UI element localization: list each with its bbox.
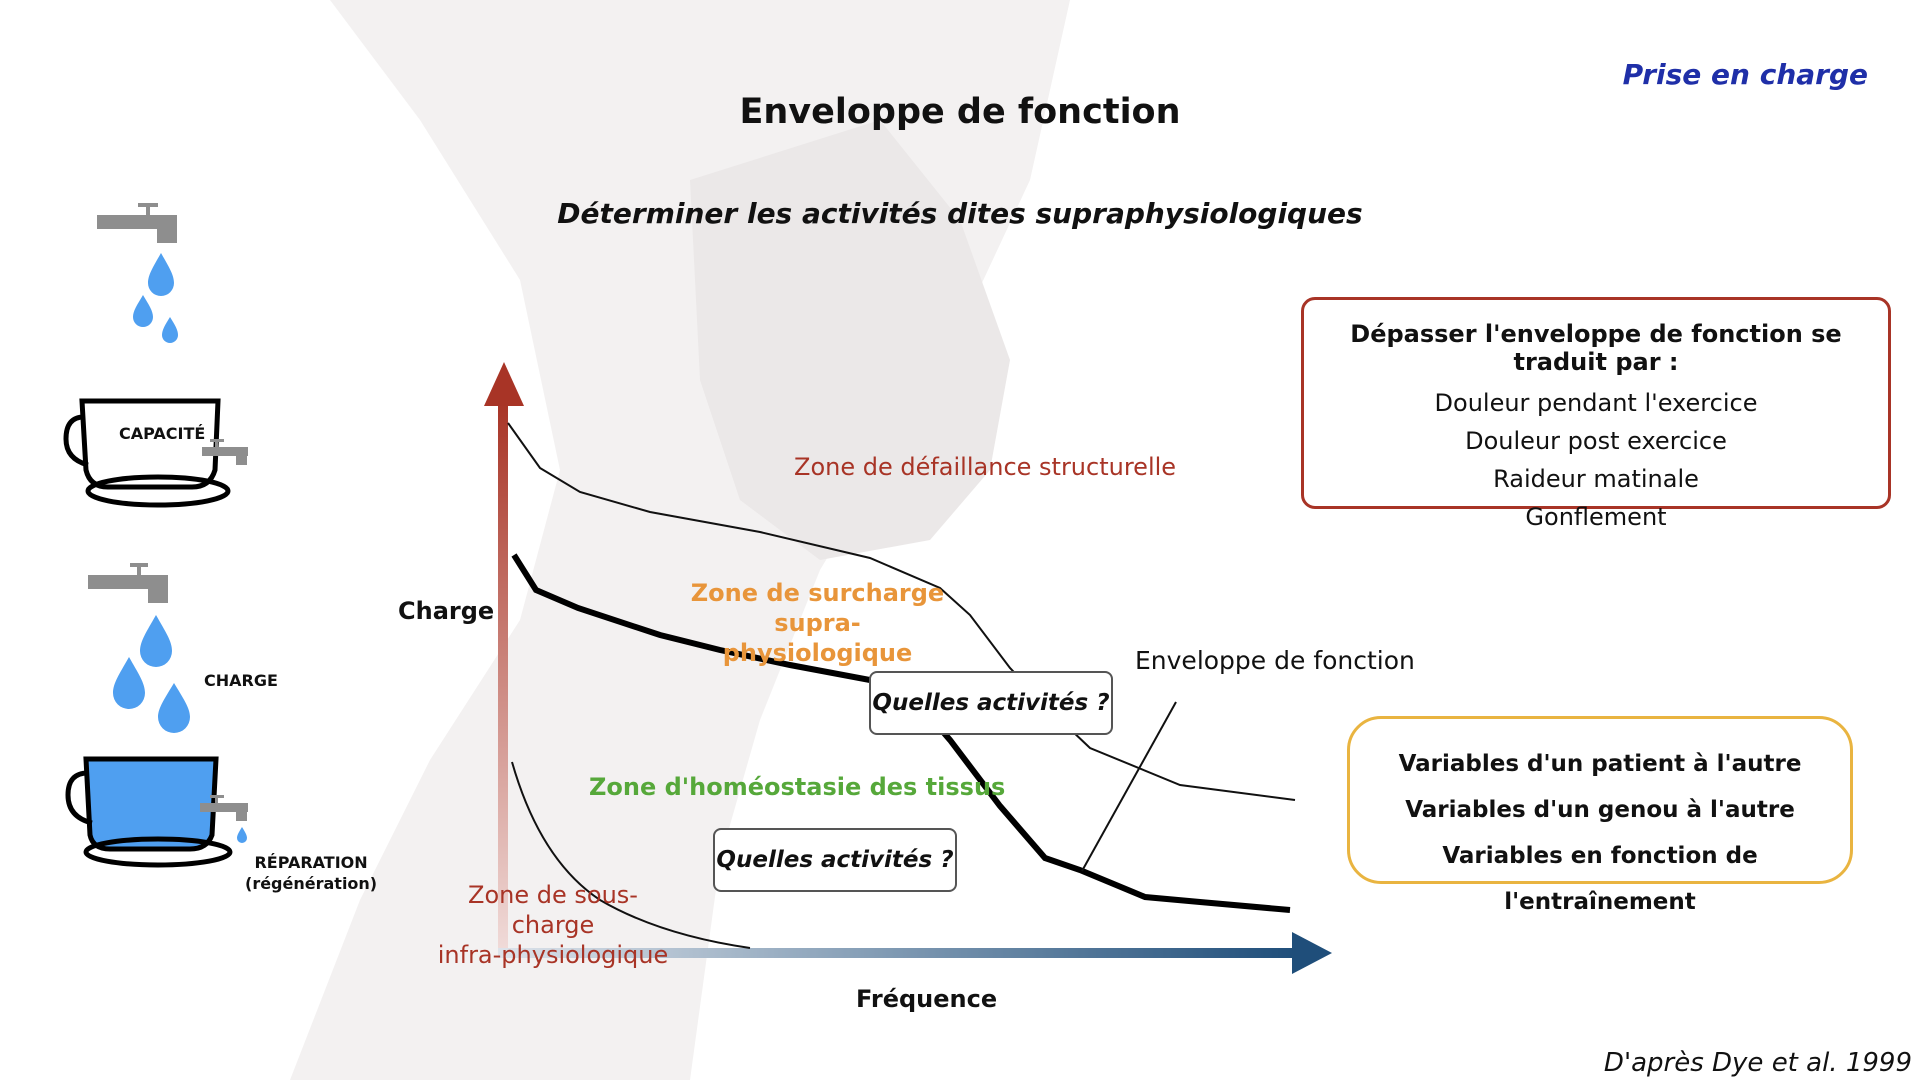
faucet-icon <box>202 439 248 465</box>
variable-item: Variables en fonction de l'entraînement <box>1442 843 1758 915</box>
question-box-homeostasis: Quelles activités ? <box>713 828 957 892</box>
page-subtitle: Déterminer les activités dites supraphys… <box>557 197 1363 230</box>
envelope-label: Enveloppe de fonction <box>1135 646 1415 675</box>
zone-overload-line2: supra-physiologique <box>722 609 913 667</box>
section-tag: Prise en charge <box>1622 58 1868 91</box>
zone-underload-line2: infra-physiologique <box>437 941 669 969</box>
zone-overload: Zone de surcharge supra-physiologique <box>680 578 955 668</box>
zone-underload: Zone de sous-charge infra-physiologique <box>428 880 678 970</box>
x-axis-arrow <box>1292 932 1332 974</box>
symptoms-box: Dépasser l'enveloppe de fonction se trad… <box>1301 297 1891 531</box>
charge-label: CHARGE <box>204 671 278 690</box>
underload-curve <box>511 761 751 949</box>
cup-icon <box>65 756 233 868</box>
symptoms-heading: Dépasser l'enveloppe de fonction se trad… <box>1350 320 1842 376</box>
zone-underload-line1: Zone de sous-charge <box>468 881 638 939</box>
y-axis <box>498 402 508 958</box>
variables-box: Variables d'un patient à l'autre Variabl… <box>1347 716 1853 915</box>
x-axis <box>498 948 1296 958</box>
x-axis-label: Fréquence <box>856 985 998 1013</box>
cup-metaphor-illustration <box>63 203 248 868</box>
variable-item: Variables d'un genou à l'autre <box>1405 797 1795 823</box>
zone-homeostasis: Zone d'homéostasie des tissus <box>589 773 1006 801</box>
zone-overload-line1: Zone de surcharge <box>690 579 945 607</box>
variable-item: Variables d'un patient à l'autre <box>1398 751 1802 777</box>
page-title: Enveloppe de fonction <box>739 92 1181 132</box>
y-axis-arrow <box>484 362 524 406</box>
structural-failure-curve <box>507 422 1296 801</box>
water-drop-icon <box>113 615 190 733</box>
faucet-icon <box>200 795 248 843</box>
y-axis-label: Charge <box>398 597 495 625</box>
capacity-label: CAPACITÉ <box>119 424 206 443</box>
symptom-item: Raideur matinale <box>1493 465 1699 493</box>
zone-structural-failure: Zone de défaillance structurelle <box>794 453 1177 481</box>
symptom-item: Douleur pendant l'exercice <box>1434 389 1758 417</box>
symptom-item: Douleur post exercice <box>1465 427 1727 455</box>
repair-label: RÉPARATION (régénération) <box>245 852 377 894</box>
faucet-icon <box>97 203 177 243</box>
source-credit: D'après Dye et al. 1999 <box>1603 1048 1912 1078</box>
symptom-item: Gonflement <box>1525 503 1667 531</box>
repair-label-main: RÉPARATION <box>254 853 368 872</box>
question-box-overload: Quelles activités ? <box>869 671 1113 735</box>
repair-label-sub: (régénération) <box>245 874 378 893</box>
water-drop-icon <box>133 253 178 343</box>
faucet-icon <box>88 563 168 603</box>
cup-icon <box>63 398 231 508</box>
envelope-pointer-line <box>1081 701 1177 872</box>
